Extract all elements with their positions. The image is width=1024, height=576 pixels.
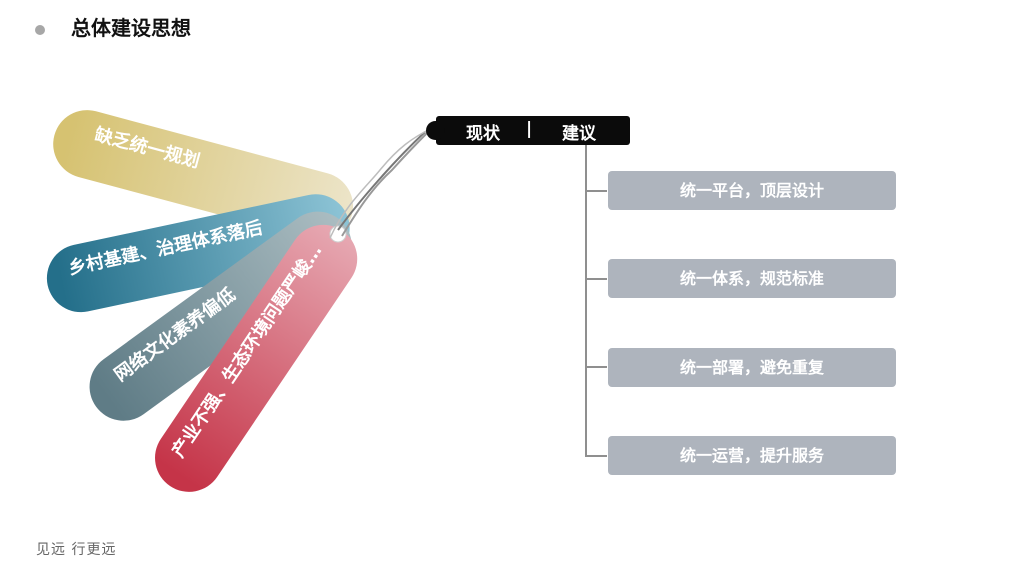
suggestion-item-3: 统一运营，提升服务 [608, 436, 896, 475]
suggestion-item-0: 统一平台，顶层设计 [608, 171, 896, 210]
title-bullet-dot [35, 25, 45, 35]
tree-branch-line [585, 278, 607, 280]
tree-branch-line [585, 455, 607, 457]
tag-string-loop [329, 127, 433, 239]
status-suggestion-tag: 现状 | 建议 [426, 116, 630, 145]
suggestion-label: 建议 [562, 124, 596, 144]
suggestion-item-1: 统一体系，规范标准 [608, 259, 896, 298]
suggestion-item-2: 统一部署，避免重复 [608, 348, 896, 387]
tree-trunk-line [585, 145, 587, 457]
tree-branch-line [585, 366, 607, 368]
tag-string-front [337, 131, 426, 231]
status-label: 现状 [466, 124, 500, 144]
page-title: 总体建设思想 [71, 16, 191, 40]
tree-branch-line [585, 190, 607, 192]
tag-string-back [341, 129, 431, 237]
tag-separator: | [526, 119, 533, 139]
footer-slogan: 见远 行更远 [36, 542, 117, 558]
